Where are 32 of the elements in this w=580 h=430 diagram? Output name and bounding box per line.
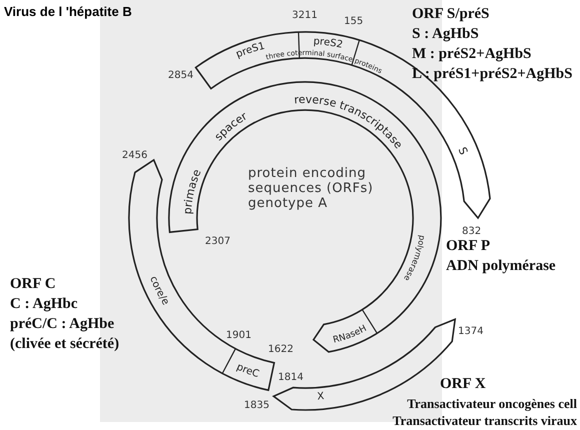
position-number: 832	[462, 226, 482, 237]
annotation-text: ORF S/préS	[412, 6, 490, 23]
position-number: 2854	[168, 70, 194, 81]
annotation-text: ORF X	[440, 376, 486, 393]
annotation-text: (clivée et sécrété)	[10, 336, 120, 353]
position-number: 1901	[226, 330, 252, 341]
center-text: protein encoding sequences (ORFs) genotype A	[248, 166, 374, 211]
title: Virus de l 'hépatite B	[4, 4, 132, 19]
segment-label: preS2	[313, 36, 344, 51]
annotation-text: Transactivateur oncogènes cell	[407, 396, 577, 412]
position-number: 1374	[458, 326, 484, 337]
annotation-text: S : AgHbS	[412, 26, 479, 43]
position-number: 2456	[122, 150, 148, 161]
annotation-text: ORF P	[446, 238, 490, 255]
position-number: 1835	[244, 400, 270, 411]
position-number: 3211	[292, 10, 318, 21]
annotation-text: ORF C	[10, 276, 56, 293]
annotation-text: M : préS2+AgHbS	[412, 46, 532, 63]
position-number: 1814	[278, 372, 304, 383]
segment-label: preC	[234, 362, 260, 380]
orf-arc-band	[168, 81, 442, 353]
segment-label: X	[316, 391, 325, 403]
annotation-text: C : AgHbc	[10, 296, 78, 313]
annotation-text: Transactivateur transcrits viraux	[392, 413, 577, 429]
position-number: 155	[344, 16, 364, 27]
segment-label: preS1	[234, 40, 266, 60]
annotation-text: L : préS1+préS2+AgHbS	[412, 66, 572, 83]
position-number: 1622	[268, 344, 294, 355]
annotation-text: ADN polymérase	[446, 258, 556, 275]
position-number: 2307	[205, 236, 230, 247]
segment-label: S	[456, 145, 470, 157]
annotation-text: préC/C : AgHbe	[10, 316, 114, 333]
